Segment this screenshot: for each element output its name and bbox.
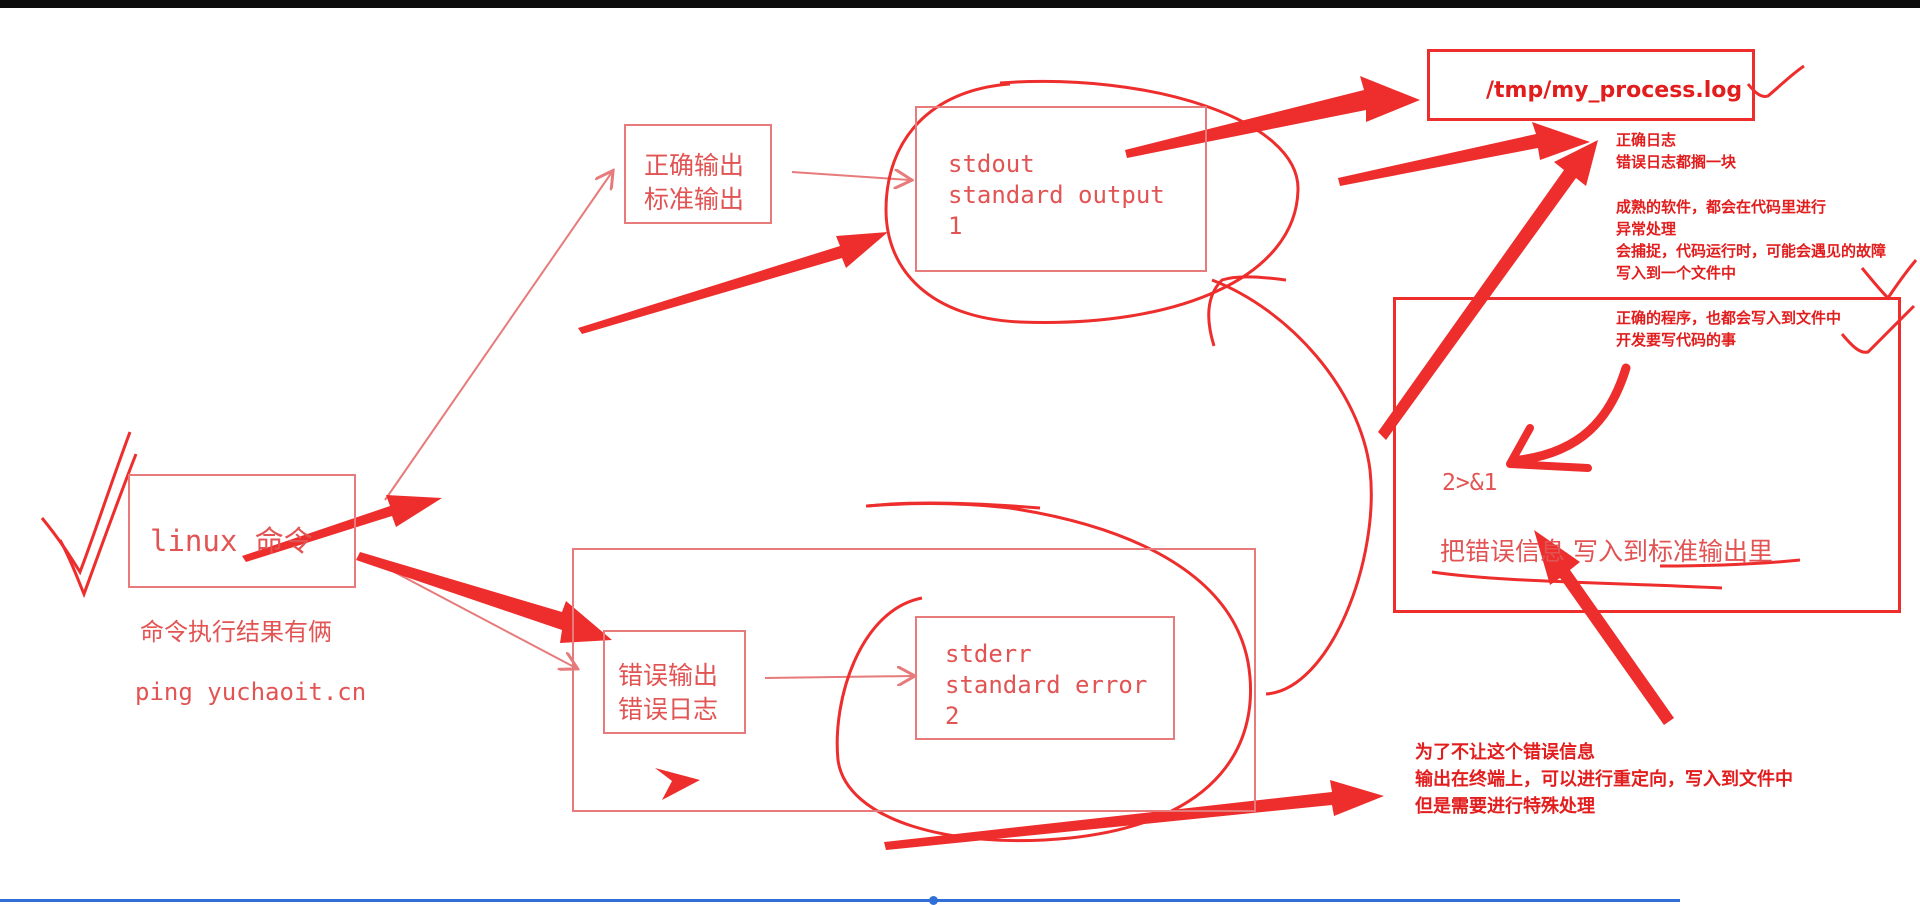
stderr-line3: 2 [945,702,960,730]
marker-arrow-to-cmd [242,495,442,562]
check-mark-left [40,431,132,576]
note-log-line2: 错误日志都搁一块 [1616,153,1737,171]
stroke-above-stderr [867,501,1041,510]
note-program-line2: 开发要写代码的事 [1616,331,1737,349]
marker-arrow-note-to-log [1338,122,1590,186]
link-stderr-to-stdout [1211,278,1373,696]
log-file-box [1427,49,1755,121]
marker-arrow-to-error [356,552,612,643]
note-mature-line3: 会捕捉，代码运行时，可能会遇见的故障 [1616,242,1887,260]
correct-output-line2: 标准输出 [644,185,745,214]
linux-command-box [128,474,356,588]
progress-handle[interactable] [929,896,938,905]
example-command: ping yuchaoit.cn [135,678,367,706]
correct-output-box [624,124,772,224]
note-bottom-line1: 为了不让这个错误信息 [1415,742,1595,763]
note-log-line1: 正确日志 [1616,131,1677,149]
top-bar [0,0,1920,8]
error-container-box [572,548,1256,812]
linux-command-label: linux 命令 [150,524,313,558]
correct-output-line1: 正确输出 [644,151,745,180]
error-output-box [603,630,746,734]
stdout-line2: standard output [948,181,1165,209]
note-mature-line2: 异常处理 [1616,220,1677,238]
stderr-line1: stderr [945,640,1032,668]
circle-stdout [884,79,1300,324]
curved-arrow-to-redirect [1515,363,1631,465]
marker-arrow-box-to-log [1378,140,1598,440]
link-arrow-tail [1207,275,1287,347]
check-mark-log [1746,64,1805,98]
result-caption: 命令执行结果有俩 [140,618,332,646]
circle-stderr [835,502,1253,843]
connector-correct-to-stdout [791,172,910,180]
marker-arrow-bottom [884,780,1384,850]
log-file-path: /tmp/my_process.log [1486,78,1743,103]
underline-redirect-2 [1659,558,1801,568]
marker-arrow-to-redirect-text [1534,530,1674,725]
error-output-line2: 错误日志 [618,695,719,724]
curved-arrow-head [1506,424,1592,472]
marker-small-arrowhead [655,768,700,800]
stderr-box [915,616,1175,740]
connector-cmd-to-correct [384,172,612,501]
connector-error-to-stderr [764,676,913,678]
note-bottom-line3: 但是需要进行特殊处理 [1415,796,1595,817]
stderr-line2: standard error [945,671,1148,699]
check-mark-right-2 [1840,304,1916,354]
stdout-box [915,106,1207,272]
check-mark-left-2 [58,453,138,599]
redirect-explanation: 把错误信息 写入到标准输出里 [1440,537,1773,566]
redirect-box [1393,297,1901,613]
marker-arrow-to-stdout [578,232,888,334]
error-output-line1: 错误输出 [618,661,719,690]
check-mark-right [1860,259,1918,301]
note-program-line1: 正确的程序，也都会写入到文件中 [1616,309,1842,327]
marker-arrow-to-log [1125,76,1420,158]
note-mature-line1: 成熟的软件，都会在代码里进行 [1616,198,1827,216]
note-bottom-line2: 输出在终端上，可以进行重定向，写入到文件中 [1415,769,1793,790]
redirect-symbol: 2>&1 [1442,470,1498,496]
note-mature-line4: 写入到一个文件中 [1616,264,1737,282]
stdout-line3: 1 [948,212,963,240]
underline-redirect-1 [1431,570,1723,590]
progress-line[interactable] [0,899,1680,902]
stdout-line1: stdout [948,150,1035,178]
